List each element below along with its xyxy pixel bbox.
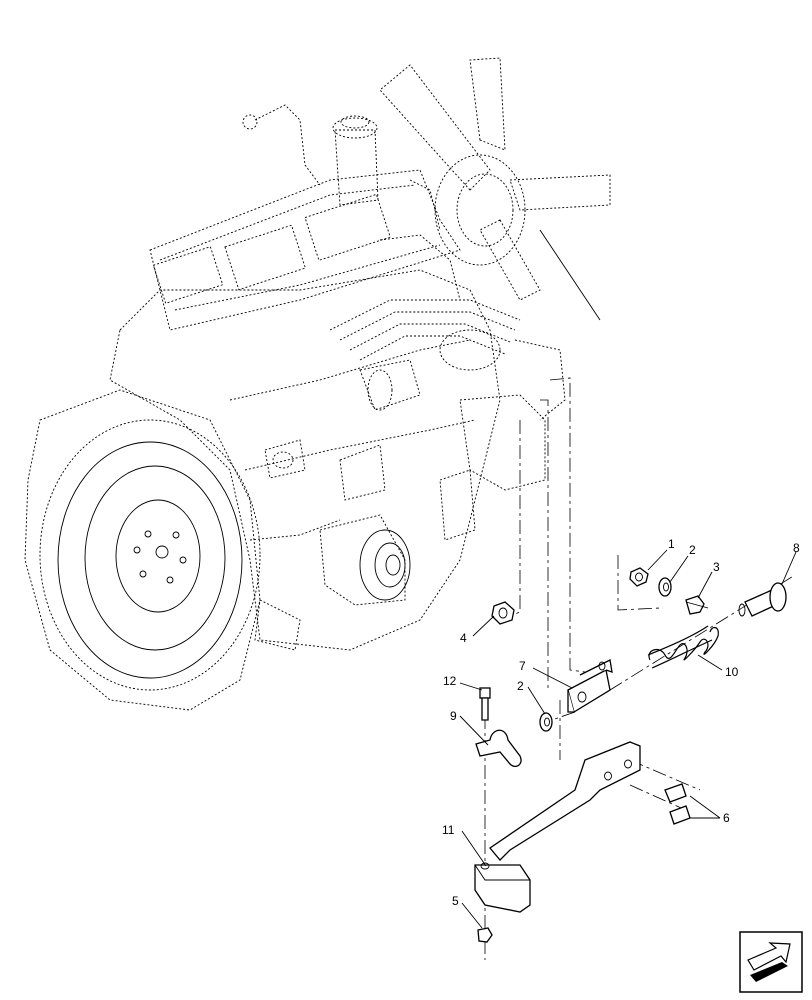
part-6-bolts <box>664 783 691 825</box>
callout-3: 3 <box>713 560 720 574</box>
callout-1: 1 <box>668 537 675 551</box>
callout-7: 7 <box>519 659 526 673</box>
oil-filler-cap <box>332 115 379 206</box>
part-9-clamp <box>475 729 522 768</box>
callout-12: 12 <box>443 674 457 688</box>
part-11-pedal <box>474 862 531 913</box>
part-2-washer <box>658 577 672 597</box>
callout-labels: 1 2 3 4 5 6 7 8 9 10 11 12 2 <box>442 537 800 908</box>
callout-5: 5 <box>452 894 459 908</box>
cooling-fan <box>379 57 611 321</box>
starter-motor <box>359 359 421 411</box>
callout-10: 10 <box>725 665 739 679</box>
part-3-screw <box>685 595 709 615</box>
part-8-pin <box>738 582 787 617</box>
flywheel <box>57 441 243 679</box>
callout-11: 11 <box>442 823 455 837</box>
throttle-lever <box>489 741 641 861</box>
next-page-arrow-icon[interactable] <box>739 931 803 993</box>
part-12-bolt <box>479 687 491 721</box>
part-10-spring <box>647 625 719 669</box>
engine-phantom-outline <box>24 57 611 711</box>
callout-8: 8 <box>793 541 800 555</box>
assembly-center-lines <box>484 377 796 960</box>
part-4-nut <box>491 601 515 625</box>
callout-6: 6 <box>723 811 730 825</box>
part-5-nut <box>477 927 493 943</box>
part-2b-washer <box>539 712 553 732</box>
callout-4: 4 <box>460 631 467 645</box>
callout-9: 9 <box>450 709 457 723</box>
part-7-bracket <box>567 659 613 714</box>
callout-2: 2 <box>689 543 696 557</box>
fuel-injection-lines <box>329 179 521 371</box>
callout-leaders <box>459 549 797 929</box>
oil-filter <box>319 514 411 606</box>
part-1-nut <box>629 567 649 587</box>
callout-2b: 2 <box>517 679 524 693</box>
